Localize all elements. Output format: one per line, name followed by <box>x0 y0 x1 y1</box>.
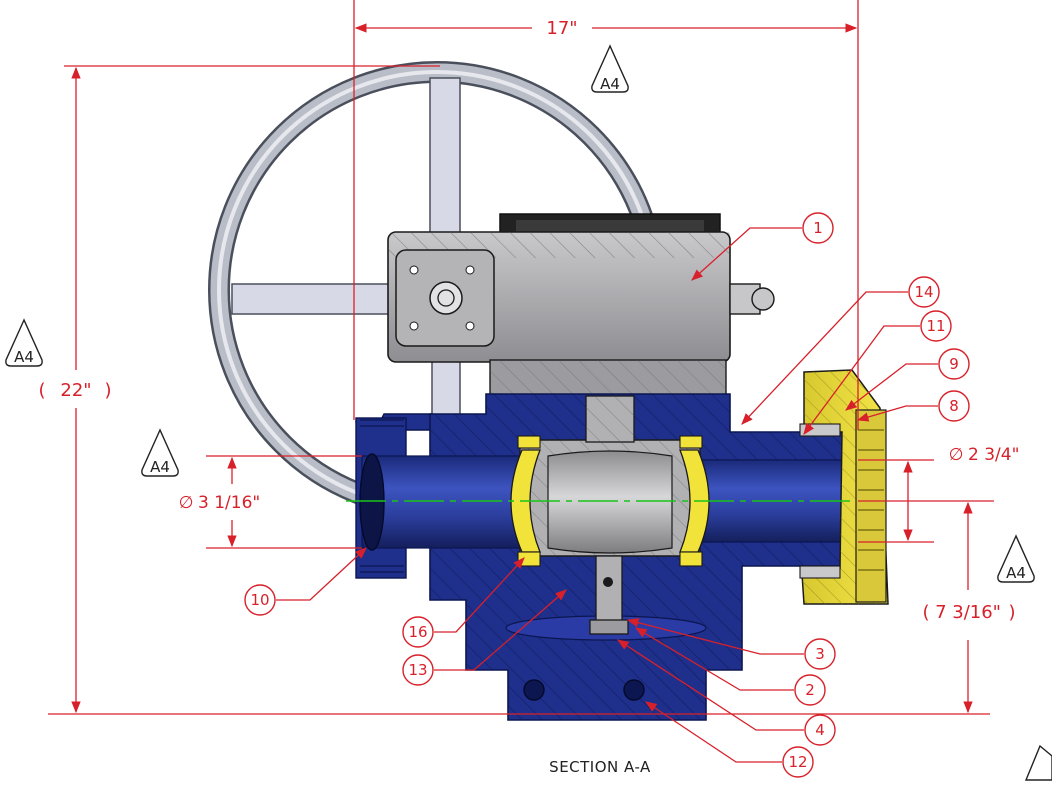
dim-centerline-paren-open: ( <box>922 602 929 623</box>
dim-overall-height: 22" <box>60 380 91 401</box>
svg-text:9: 9 <box>949 355 959 373</box>
balloon-4: 4 <box>804 714 836 746</box>
balloon-11: 11 <box>920 310 952 342</box>
svg-text:12: 12 <box>788 753 807 771</box>
dim-inlet-bore: 3 1/16" <box>198 493 260 513</box>
dim-paren-open: ( <box>38 380 45 401</box>
union-nut <box>799 369 889 605</box>
balloon-12: 12 <box>782 746 814 778</box>
revision-marker-left-height: A4 <box>5 318 43 367</box>
section-label: SECTION A-A <box>549 758 651 776</box>
svg-text:2: 2 <box>805 681 815 699</box>
revision-marker-right: A4 <box>997 534 1035 583</box>
gearbox <box>387 213 775 397</box>
handwheel-spoke-vertical <box>429 77 461 239</box>
svg-text:14: 14 <box>914 283 933 301</box>
balloon-leaders <box>276 227 938 763</box>
svg-text:A4: A4 <box>1006 564 1026 582</box>
svg-text:8: 8 <box>949 397 959 415</box>
dim-inlet-diameter-symbol: ∅ <box>179 493 194 513</box>
balloon-13: 13 <box>402 654 434 686</box>
svg-text:4: 4 <box>815 721 825 739</box>
svg-text:13: 13 <box>408 661 427 679</box>
dim-centerline-paren-close: ) <box>1008 602 1015 623</box>
dimension-lines <box>48 0 994 715</box>
revision-marker-corner <box>1024 744 1052 781</box>
dim-outlet-bore: 2 3/4" <box>968 445 1019 465</box>
balloon-10: 10 <box>244 584 276 616</box>
svg-text:A4: A4 <box>150 458 170 476</box>
body-port-left <box>523 679 545 701</box>
revision-marker-top: A4 <box>591 44 629 93</box>
svg-text:16: 16 <box>408 623 427 641</box>
dim-paren-close: ) <box>104 380 111 401</box>
balloon-1: 1 <box>802 212 834 244</box>
svg-text:1: 1 <box>813 219 823 237</box>
balloon-3: 3 <box>804 638 836 670</box>
svg-text:3: 3 <box>815 645 825 663</box>
balloon-2: 2 <box>794 674 826 706</box>
svg-text:A4: A4 <box>600 75 620 93</box>
svg-text:11: 11 <box>926 317 945 335</box>
balloon-9: 9 <box>938 348 970 380</box>
dim-overall-width: 17" <box>546 18 577 39</box>
dim-outlet-diameter-symbol: ∅ <box>949 445 964 465</box>
balloon-8: 8 <box>938 390 970 422</box>
revision-marker-inlet: A4 <box>141 428 179 477</box>
body-port-right <box>623 679 645 701</box>
ball <box>519 395 701 635</box>
svg-text:A4: A4 <box>14 348 34 366</box>
handwheel-spoke-horizontal <box>231 283 399 315</box>
balloon-16: 16 <box>402 616 434 648</box>
balloon-14: 14 <box>908 276 940 308</box>
svg-text:10: 10 <box>250 591 269 609</box>
dim-centerline-height: 7 3/16" <box>935 602 1001 623</box>
